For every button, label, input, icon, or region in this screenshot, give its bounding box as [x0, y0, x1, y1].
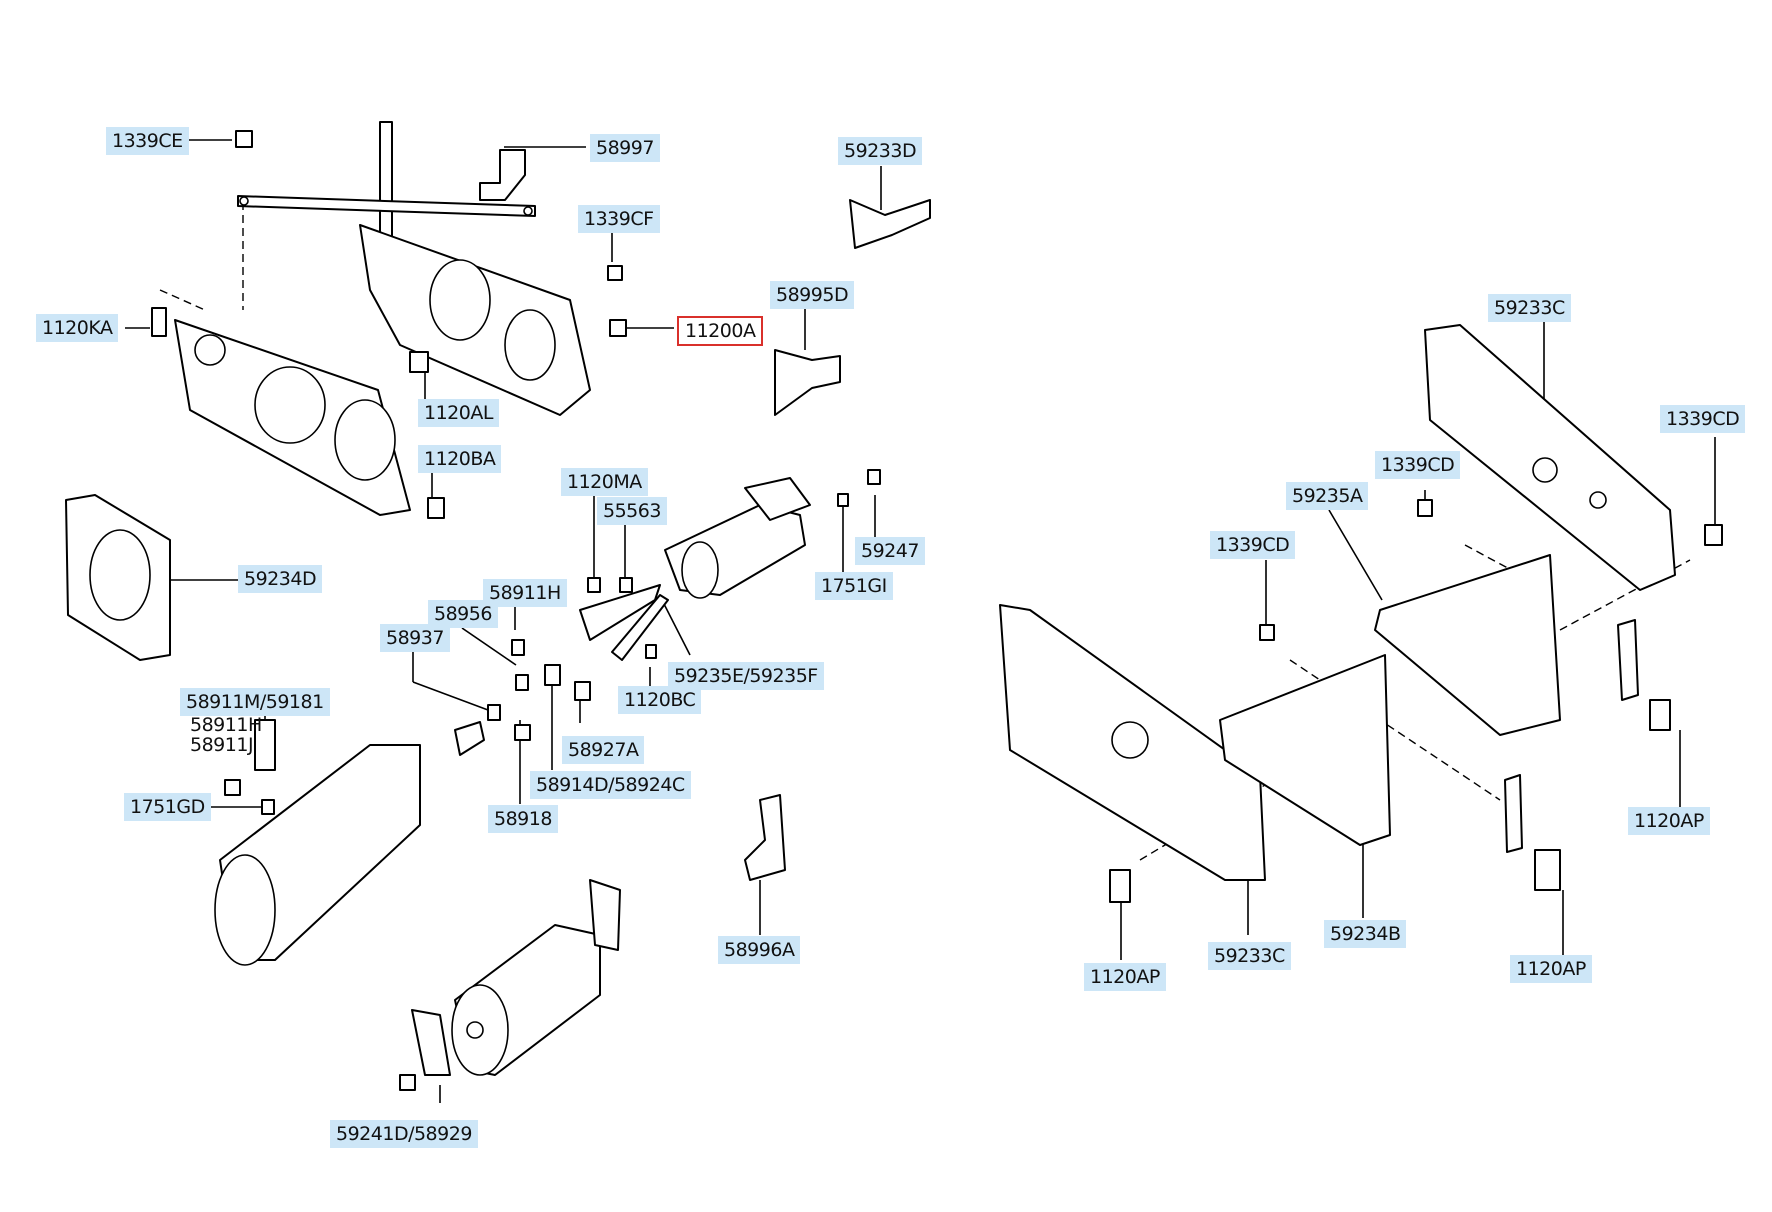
callout-1120AL[interactable]: 1120AL — [418, 399, 499, 427]
callout-59235A[interactable]: 59235A — [1286, 482, 1369, 510]
plate-59234D — [65, 494, 171, 661]
callout-1339CD-left[interactable]: 1339CD — [1210, 531, 1296, 559]
air-tanks — [214, 744, 621, 1091]
callout-1120AP-right[interactable]: 1120AP — [1628, 807, 1710, 835]
callout-58995D[interactable]: 58995D — [770, 281, 855, 309]
callout-58996A[interactable]: 58996A — [718, 936, 801, 964]
callout-58997[interactable]: 58997 — [590, 134, 660, 162]
callout-1339CD-mid[interactable]: 1339CD — [1375, 451, 1461, 479]
callout-58927A[interactable]: 58927A — [562, 736, 645, 764]
callout-55563[interactable]: 55563 — [597, 497, 667, 525]
callout-1120MA[interactable]: 1120MA — [561, 468, 648, 496]
callout-1120BC[interactable]: 1120BC — [618, 686, 702, 714]
mount-assembly-right — [999, 324, 1723, 903]
callout-59235E-59235F[interactable]: 59235E/59235F — [668, 662, 824, 690]
callout-59233D[interactable]: 59233D — [838, 137, 923, 165]
callout-58911M-59181[interactable]: 58911M/59181 — [180, 688, 330, 716]
callout-59247[interactable]: 59247 — [855, 537, 925, 565]
callout-1339CE[interactable]: 1339CE — [106, 127, 189, 155]
callout-59234B[interactable]: 59234B — [1324, 920, 1407, 948]
callout-1751GD[interactable]: 1751GD — [124, 793, 211, 821]
callout-1120AP-bottom[interactable]: 1120AP — [1510, 955, 1592, 983]
mount-assembly-top-left — [151, 121, 931, 519]
bracket-58996A — [744, 794, 786, 881]
callout-1120KA[interactable]: 1120KA — [36, 314, 119, 342]
callout-58937[interactable]: 58937 — [380, 624, 450, 652]
callout-1120AP-left[interactable]: 1120AP — [1084, 963, 1166, 991]
leader-lines — [125, 139, 1716, 1103]
valve-assembly — [224, 469, 881, 815]
callout-1751GI[interactable]: 1751GI — [815, 572, 893, 600]
callout-59234D[interactable]: 59234D — [238, 565, 323, 593]
callout-58918[interactable]: 58918 — [488, 805, 558, 833]
callout-59233C-top[interactable]: 59233C — [1488, 294, 1571, 322]
callout-59241D-58929[interactable]: 59241D/58929 — [330, 1120, 478, 1148]
callout-58914D-58924C[interactable]: 58914D/58924C — [530, 771, 691, 799]
callout-1120BA[interactable]: 1120BA — [418, 445, 502, 473]
callout-1339CD-right[interactable]: 1339CD — [1660, 405, 1746, 433]
callout-11200A[interactable]: 11200A — [677, 316, 764, 346]
callout-59233C-bottom[interactable]: 59233C — [1208, 942, 1291, 970]
callout-58956[interactable]: 58956 — [428, 600, 498, 628]
callout-1339CF[interactable]: 1339CF — [578, 205, 660, 233]
callout-58911J[interactable]: 58911J — [190, 734, 254, 756]
callout-58911H-b[interactable]: 58911H — [190, 714, 262, 736]
